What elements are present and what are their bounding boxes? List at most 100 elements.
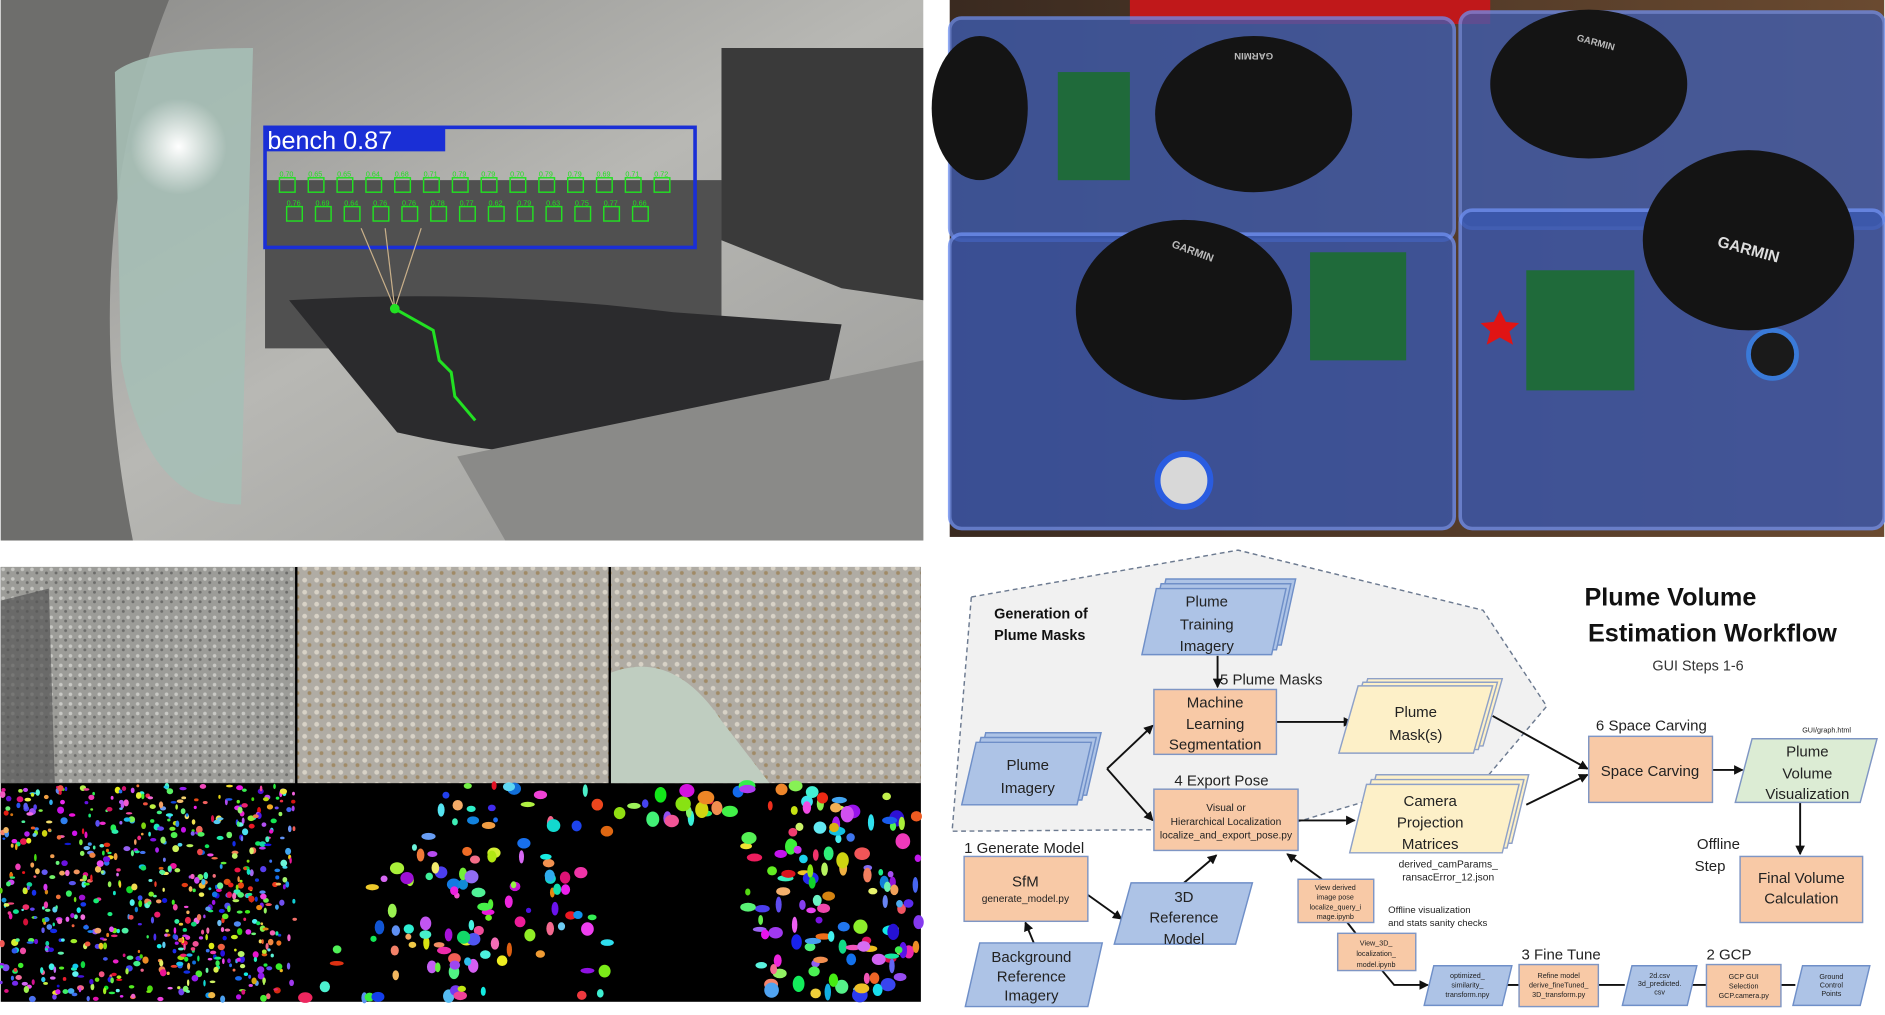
segment-blob — [94, 927, 102, 934]
segment-blob — [47, 828, 52, 832]
boulder-box — [595, 177, 613, 193]
segment-blob — [452, 799, 463, 811]
segment-blob — [263, 907, 267, 914]
segment-blob — [155, 847, 159, 853]
segment-blob — [452, 818, 458, 826]
segment-blob — [252, 814, 259, 819]
segment-blob — [90, 874, 93, 882]
segment-blob — [165, 813, 174, 817]
segment-blob — [203, 872, 209, 880]
segment-blob — [829, 822, 839, 833]
segment-blob — [171, 899, 175, 905]
trajectory — [360, 227, 477, 422]
segment-blob — [159, 870, 166, 875]
segment-blob — [162, 887, 165, 892]
segment-blob — [103, 842, 111, 847]
boulder-confidence: 0.69 — [315, 198, 329, 207]
segment-blob — [208, 942, 215, 950]
segment-blob — [55, 860, 60, 865]
segment-blob — [266, 966, 273, 971]
segment-blob — [405, 933, 412, 940]
boulder-confidence: 0.77 — [460, 198, 474, 207]
segment-blob — [22, 887, 27, 894]
segment-blob — [813, 821, 827, 834]
segment-blob — [446, 878, 461, 891]
segment-blob — [767, 866, 777, 876]
boulder-confidence: 0.78 — [431, 198, 445, 207]
segment-blob — [142, 802, 148, 806]
segment-blob — [456, 930, 471, 944]
boulder-confidence: 0.79 — [481, 170, 495, 179]
segment-blob — [134, 906, 139, 913]
segment-blob — [289, 857, 292, 864]
segment-blob — [41, 918, 46, 923]
segment-blob — [93, 898, 100, 904]
segment-blob — [889, 958, 895, 974]
segment-blob — [259, 890, 266, 894]
segment-blob — [274, 868, 281, 873]
segment-blob — [480, 986, 486, 996]
segment-blob — [137, 922, 142, 926]
segment-blob — [44, 889, 49, 895]
segment-blob — [184, 956, 189, 962]
segment-blob — [67, 988, 75, 994]
boulder-box — [538, 177, 556, 193]
segment-blob — [57, 951, 64, 955]
segment-blob — [425, 872, 433, 881]
segment-blob — [846, 953, 857, 966]
segment-blob — [286, 807, 292, 813]
node-space-carving: Space Carving — [1588, 735, 1714, 804]
segment-blob — [0, 940, 5, 948]
segment-blob — [95, 820, 100, 827]
boulder-confidence: 0.76 — [287, 198, 301, 207]
segment-blob — [177, 842, 183, 847]
segment-blob — [15, 863, 21, 871]
segment-blob — [176, 799, 184, 803]
segment-blob — [119, 994, 124, 998]
segment-blob — [269, 859, 273, 863]
segment-blob — [17, 962, 24, 969]
segment-blob — [40, 967, 44, 974]
segment-blob — [15, 975, 22, 981]
gps-devices-photo: GARMIN GARMIN GARMIN GARMIN — [931, 0, 1885, 537]
segment-blob — [675, 796, 691, 812]
segment-blob — [882, 895, 888, 908]
segment-blob — [878, 869, 884, 876]
segment-blob — [251, 932, 257, 936]
segment-blob — [582, 784, 588, 797]
segment-blob — [83, 882, 90, 886]
segment-blob — [70, 938, 78, 944]
segment-blob — [581, 922, 594, 936]
segment-blob — [222, 958, 225, 965]
segment-blob — [211, 899, 216, 905]
segment-blob — [514, 916, 526, 928]
segment-blob — [835, 979, 849, 994]
segment-blob — [202, 800, 208, 805]
segment-blob — [292, 898, 296, 904]
svg-text:GUI/graph.html: GUI/graph.html — [1802, 726, 1851, 735]
segment-blob — [257, 972, 265, 980]
segment-blob — [887, 870, 894, 878]
segment-blob — [217, 943, 225, 951]
segment-blob — [822, 891, 835, 901]
segment-blob — [795, 822, 804, 831]
segment-blob — [135, 792, 142, 799]
segment-blob — [99, 821, 106, 825]
segment-blob — [237, 950, 245, 957]
segment-blob — [464, 870, 479, 884]
segment-blob — [863, 867, 872, 883]
segment-blob — [249, 847, 254, 855]
segment-blob — [546, 921, 555, 936]
segment-blob — [208, 992, 216, 999]
segment-blob — [79, 850, 85, 856]
segment-blob — [287, 825, 292, 833]
segment-blob — [767, 800, 773, 811]
boulder-confidence: 0.68 — [395, 170, 409, 179]
segment-blob — [291, 799, 296, 804]
segment-blob — [137, 895, 143, 901]
segment-blob — [899, 941, 908, 959]
boulder-box — [603, 205, 621, 222]
segment-blob — [46, 924, 53, 930]
